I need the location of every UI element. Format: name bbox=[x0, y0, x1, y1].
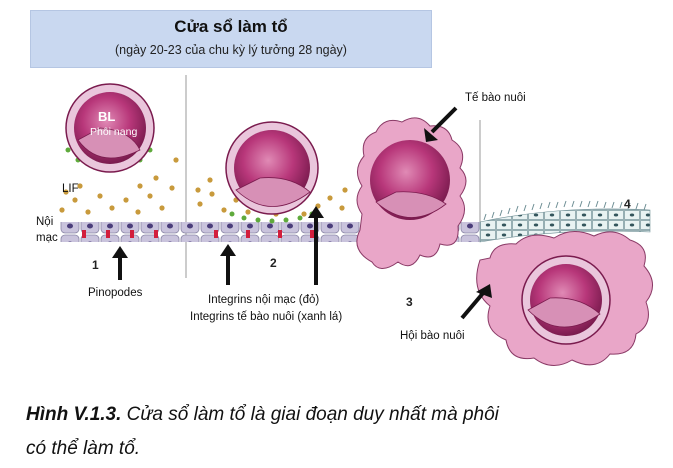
caption-line1: Cửa sổ làm tổ là giai đoạn duy nhất mà p… bbox=[121, 404, 499, 425]
label-pinopodes: Pinopodes bbox=[88, 287, 143, 299]
implantation-diagram bbox=[59, 75, 653, 366]
label-integrins-endometrium: Integrins nội mạc (đỏ) bbox=[208, 294, 320, 306]
figure-caption: Hình V.1.3. Cửa sổ làm tổ là giai đoạn d… bbox=[26, 398, 656, 466]
label-lif: LIF bbox=[62, 183, 79, 195]
stage-number-1: 1 bbox=[92, 258, 99, 272]
blastocyst-stage-4 bbox=[476, 231, 653, 366]
arrows bbox=[112, 106, 492, 320]
integrins-red bbox=[82, 230, 314, 238]
label-phoi-nang: Phôi nang bbox=[90, 126, 138, 138]
label-te-bao-nuoi: Tế bào nuôi bbox=[465, 92, 526, 104]
label-noi-mac-line2: mạc bbox=[36, 232, 58, 244]
label-hoi-bao-nuoi: Hội bào nuôi bbox=[400, 330, 465, 342]
stage-number-4: 4 bbox=[624, 197, 631, 211]
stage-number-3: 3 bbox=[406, 295, 413, 309]
header-title: Cửa sổ làm tổ bbox=[174, 17, 288, 36]
microvilli bbox=[483, 200, 647, 221]
label-noi-mac-line1: Nội bbox=[36, 216, 54, 228]
caption-line2: có thể làm tổ. bbox=[26, 438, 141, 459]
blastocyst-stage-3 bbox=[356, 117, 467, 269]
caption-bold: Hình V.1.3. bbox=[26, 404, 122, 425]
blastocyst-stage-1 bbox=[65, 83, 155, 173]
endometrium-stage-4 bbox=[479, 208, 651, 243]
header-subtitle: (ngày 20-23 của chu kỳ lý tưởng 28 ngày) bbox=[115, 43, 347, 57]
label-bl: BL bbox=[98, 109, 116, 124]
label-integrins-trophoblast: Integrins tế bào nuôi (xanh lá) bbox=[190, 311, 343, 323]
blastocyst-stage-2 bbox=[225, 121, 319, 215]
header-banner: Cửa sổ làm tổ (ngày 20-23 của chu kỳ lý … bbox=[30, 10, 432, 68]
stage-number-2: 2 bbox=[270, 256, 277, 270]
